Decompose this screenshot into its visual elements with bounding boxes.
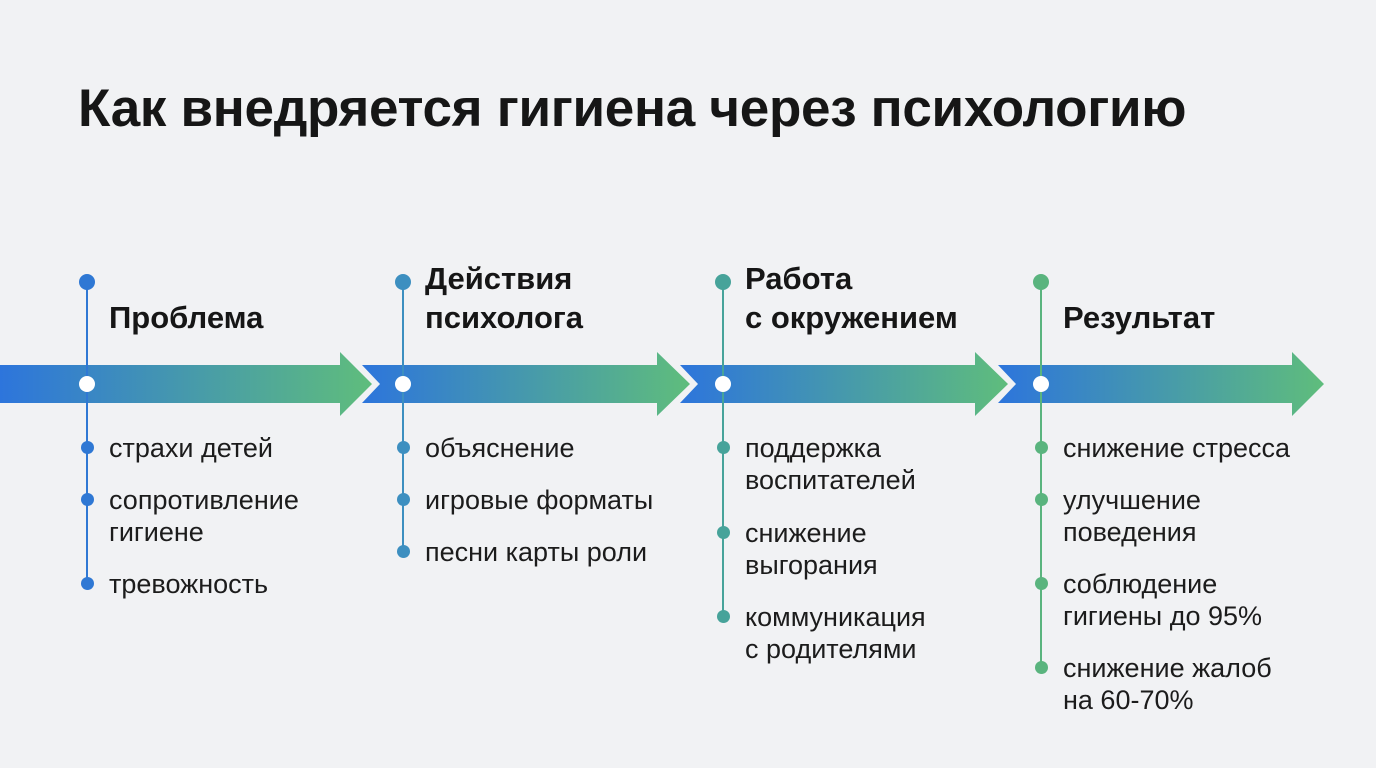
stage-list-item: тревожность: [81, 568, 269, 600]
stage-title: Проблема: [109, 300, 264, 335]
stage-list-item: снижение жалоб на 60-70%: [1035, 652, 1272, 716]
stage-top-dot: [715, 274, 731, 290]
stage-list-item: улучшение поведения: [1035, 484, 1201, 548]
bullet-dot-icon: [1035, 493, 1048, 506]
stage-list-item: поддержка воспитателей: [717, 432, 916, 496]
bullet-dot-icon: [1035, 577, 1048, 590]
stage-list-item: объяснение: [397, 432, 575, 464]
stage-list-item-text: поддержка воспитателей: [745, 433, 916, 495]
stage-list-item-text: игровые форматы: [425, 485, 654, 515]
bullet-dot-icon: [81, 493, 94, 506]
arrow-segment-3: [680, 352, 1008, 416]
stage-top-dot: [79, 274, 95, 290]
bullet-dot-icon: [397, 493, 410, 506]
stage-list-item: коммуникация с родителями: [717, 601, 926, 665]
bullet-dot-icon: [717, 610, 730, 623]
bullet-dot-icon: [717, 526, 730, 539]
timeline-node: [715, 376, 731, 392]
stage-list-item-text: снижение стресса: [1063, 433, 1290, 463]
timeline-node: [395, 376, 411, 392]
stage-list-item-text: объяснение: [425, 433, 575, 463]
stage-list-item: сопротивление гигиене: [81, 484, 299, 548]
stage-list-item-text: сопротивление гигиене: [109, 485, 299, 547]
stage-list-item-text: снижение выгорания: [745, 518, 878, 580]
stage-list-item: игровые форматы: [397, 484, 654, 516]
stage-top-dot: [1033, 274, 1049, 290]
stage-top-dot: [395, 274, 411, 290]
stage-list-item: страхи детей: [81, 432, 274, 464]
stage-connector-line: [402, 282, 404, 553]
page-title: Как внедряется гигиена через психологию: [78, 79, 1187, 138]
bullet-dot-icon: [81, 577, 94, 590]
stage-title: Действия психолога: [425, 261, 584, 335]
timeline-node: [1033, 376, 1049, 392]
stage-title: Работа с окружением: [745, 261, 958, 335]
stage-list-item: песни карты роли: [397, 536, 648, 568]
bullet-dot-icon: [81, 441, 94, 454]
stage-list-item-text: коммуникация с родителями: [745, 602, 926, 664]
stage-connector-line: [1040, 282, 1042, 670]
stage-list-item-text: снижение жалоб на 60-70%: [1063, 653, 1272, 715]
arrow-segment-4: [998, 352, 1324, 416]
stage-list-item-text: улучшение поведения: [1063, 485, 1201, 547]
stage-title: Результат: [1063, 300, 1216, 335]
stage-list-item-text: страхи детей: [109, 433, 274, 463]
bullet-dot-icon: [717, 441, 730, 454]
stage-list-item: снижение выгорания: [717, 517, 878, 581]
stage-list-item-text: тревожность: [109, 569, 269, 599]
bullet-dot-icon: [1035, 441, 1048, 454]
stage-list-item-text: соблюдение гигиены до 95%: [1063, 569, 1263, 631]
arrow-segment-2: [362, 352, 690, 416]
stage-list-item-text: песни карты роли: [425, 537, 648, 567]
bullet-dot-icon: [1035, 661, 1048, 674]
arrow-segment-1: [0, 352, 372, 416]
timeline-arrow-band: [0, 352, 1324, 416]
stage-list-item: снижение стресса: [1035, 432, 1290, 464]
bullet-dot-icon: [397, 545, 410, 558]
stage-list-item: соблюдение гигиены до 95%: [1035, 568, 1263, 632]
stage-connector-line: [86, 282, 88, 585]
bullet-dot-icon: [397, 441, 410, 454]
timeline-node: [79, 376, 95, 392]
